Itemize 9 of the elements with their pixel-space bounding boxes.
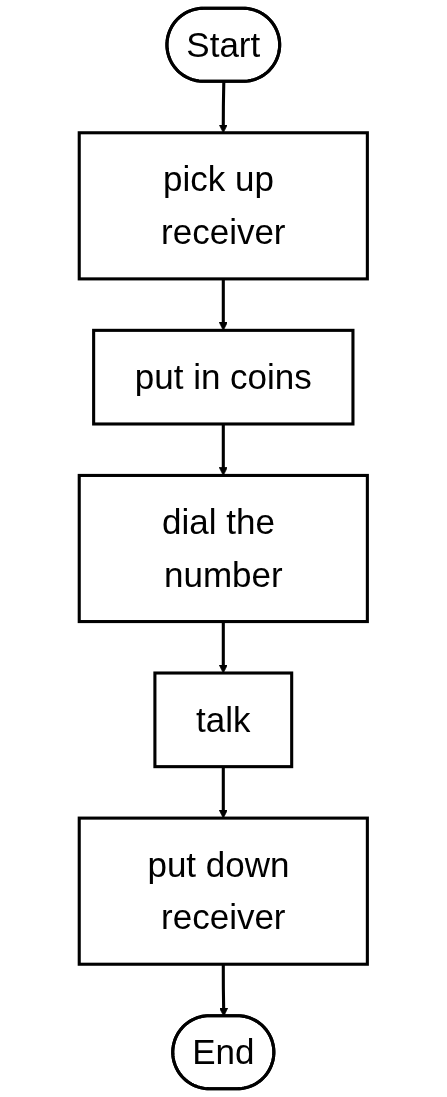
arrow [218, 766, 229, 819]
node-box: dial the number [77, 473, 370, 624]
arrow [218, 278, 229, 331]
node-box: put down receiver [77, 816, 370, 966]
node-box: talk [153, 671, 294, 769]
node-box: pick up receiver [77, 131, 370, 281]
arrow [218, 621, 229, 674]
arrow [218, 424, 229, 476]
node-box: put in coins [92, 328, 355, 426]
